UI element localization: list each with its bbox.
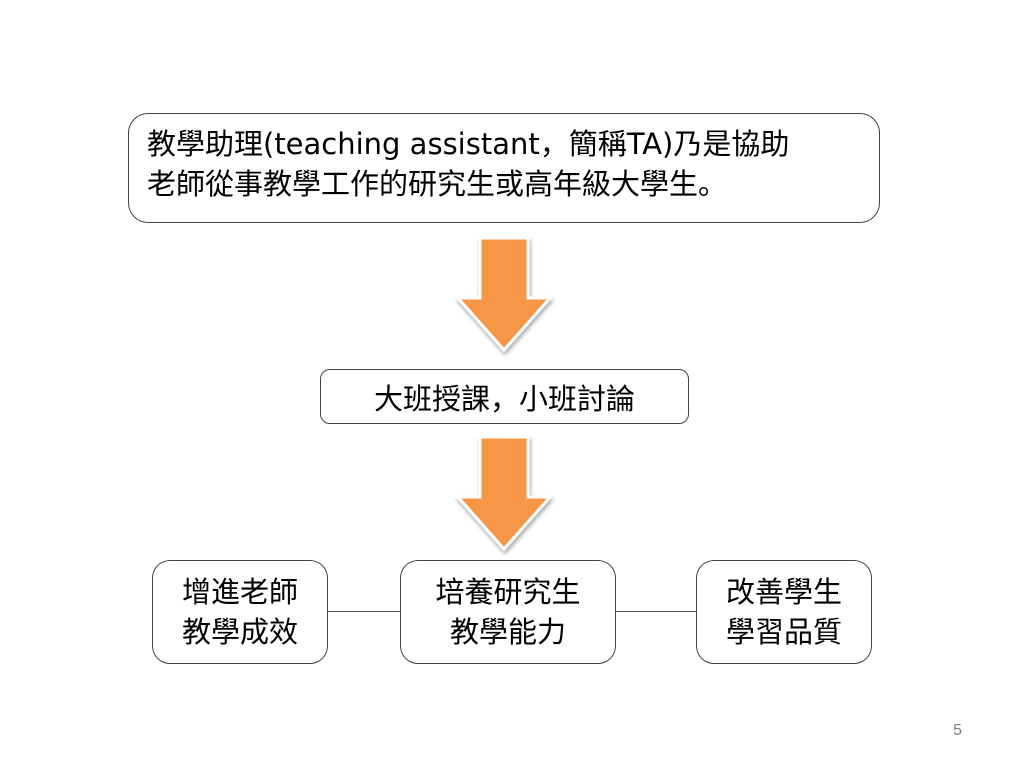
outcome-box-student: 改善學生 學習品質 [696, 560, 872, 664]
down-arrow-icon [454, 435, 554, 552]
outcome-student-line-2: 學習品質 [725, 615, 842, 649]
definition-line-1: 教學助理(teaching assistant，簡稱TA)乃是協助 [147, 127, 790, 161]
teaching-mode-label: 大班授課，小班討論 [373, 381, 635, 416]
outcome-student-line-1: 改善學生 [725, 575, 842, 609]
connector-line [328, 611, 400, 612]
outcome-graduate-line-1: 培養研究生 [435, 575, 581, 609]
outcome-box-graduate: 培養研究生 教學能力 [400, 560, 616, 664]
down-arrow-icon [454, 236, 554, 353]
definition-line-2: 老師從事教學工作的研究生或高年級大學生。 [147, 167, 728, 201]
connector-line [616, 611, 696, 612]
outcome-box-teacher: 增進老師 教學成效 [152, 560, 328, 664]
outcome-graduate-line-2: 教學能力 [449, 615, 566, 649]
definition-box: 教學助理(teaching assistant，簡稱TA)乃是協助 老師從事教學… [128, 113, 880, 223]
teaching-mode-box: 大班授課，小班討論 [320, 369, 689, 424]
outcome-teacher-line-1: 增進老師 [181, 575, 298, 609]
outcome-teacher-line-2: 教學成效 [181, 615, 298, 649]
page-number: 5 [953, 722, 962, 739]
